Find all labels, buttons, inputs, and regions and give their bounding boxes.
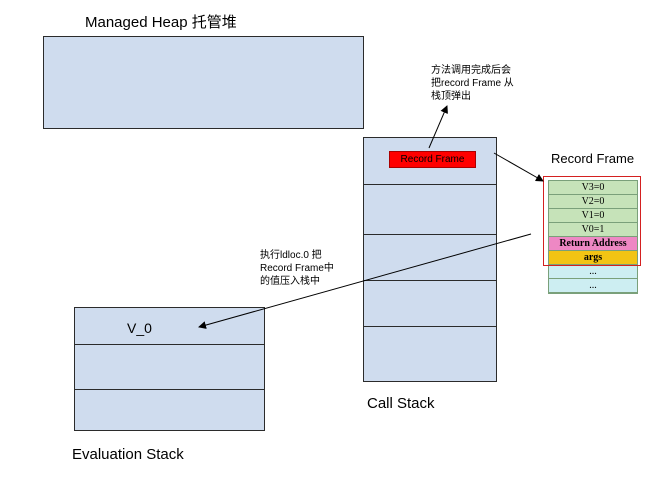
push-arrow <box>198 233 532 329</box>
record-frame-row: V1=0 <box>549 209 637 223</box>
managed-heap-title: Managed Heap 托管堆 <box>85 14 237 31</box>
record-frame-row: V2=0 <box>549 195 637 209</box>
call-stack-slot <box>364 234 496 235</box>
evaluation-stack: V_0 <box>74 307 265 431</box>
record-frame-row: ... <box>549 265 637 279</box>
record-frame-row: ... <box>549 279 637 293</box>
record-frame-link-arrow <box>493 152 544 182</box>
call-stack-title: Call Stack <box>367 395 435 412</box>
record-frame-row: Return Address <box>549 237 637 251</box>
evaluation-stack-top-value: V_0 <box>127 320 152 336</box>
evaluation-stack-slot <box>75 389 264 390</box>
record-frame-row: V0=1 <box>549 223 637 237</box>
record-frame-row: V3=0 <box>549 181 637 195</box>
call-stack: Record Frame <box>363 137 497 382</box>
pop-arrow <box>428 105 448 149</box>
record-frame-title: Record Frame <box>551 151 635 166</box>
evaluation-stack-slot <box>75 344 264 345</box>
evaluation-stack-title: Evaluation Stack <box>72 446 184 463</box>
call-stack-top-frame-label: Record Frame <box>400 154 465 165</box>
ldloc-note: 执行ldloc.0 把 Record Frame中 的值压入栈中 <box>260 250 334 287</box>
call-stack-slot <box>364 184 496 185</box>
call-stack-slot <box>364 326 496 327</box>
managed-heap-box <box>43 36 364 129</box>
pop-note: 方法调用完成后会 把record Frame 从 栈顶弹出 <box>431 65 514 102</box>
record-frame-row: args <box>549 251 637 265</box>
call-stack-top-frame: Record Frame <box>389 151 476 168</box>
record-frame-highlight <box>543 176 641 266</box>
call-stack-slot <box>364 280 496 281</box>
